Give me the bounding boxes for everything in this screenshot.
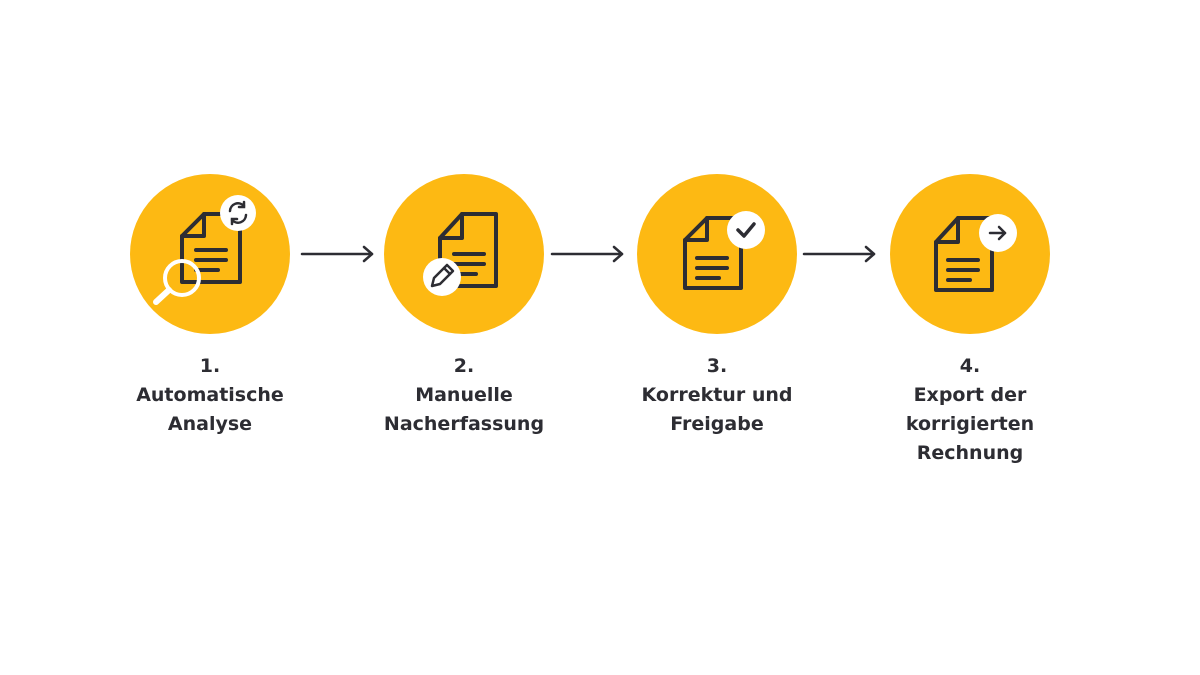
step-4-title-line-1: Export der <box>913 384 1027 406</box>
step-1-circle <box>130 174 290 334</box>
step-2-circle <box>384 174 544 334</box>
step-3-label: 3. Korrektur und Freigabe <box>642 352 793 439</box>
arrow-right-icon <box>550 245 624 263</box>
step-2-title-line-1: Manuelle <box>415 384 513 406</box>
arrow-right-icon <box>802 245 876 263</box>
step-2: 2. Manuelle Nacherfassung <box>364 174 564 439</box>
step-2-label: 2. Manuelle Nacherfassung <box>384 352 544 439</box>
step-1-label: 1. Automatische Analyse <box>136 352 284 439</box>
arrow-1-to-2 <box>300 244 376 264</box>
arrow-2-to-3 <box>550 244 626 264</box>
step-2-title-line-2: Nacherfassung <box>383 413 545 435</box>
step-1-number: 1. <box>199 355 221 377</box>
document-refresh-magnifier-icon <box>153 195 256 305</box>
step-3-title-line-1: Korrektur und <box>641 384 793 406</box>
step-3-title-line-2: Freigabe <box>670 413 764 435</box>
arrow-3-to-4 <box>802 244 878 264</box>
step-1: 1. Automatische Analyse <box>110 174 310 439</box>
document-check-icon <box>683 211 765 290</box>
step-4-number: 4. <box>959 355 981 377</box>
step-4-title-line-3: Rechnung <box>916 442 1024 464</box>
step-1-title-line-1: Automatische <box>136 384 284 406</box>
step-1-title-line-2: Analyse <box>167 413 253 435</box>
step-4-circle <box>890 174 1050 334</box>
step-4-label: 4. Export der korrigierten Rechnung <box>906 352 1034 468</box>
step-3: 3. Korrektur und Freigabe <box>617 174 817 439</box>
arrow-right-icon <box>300 245 374 263</box>
document-arrow-icon <box>934 214 1017 292</box>
step-3-number: 3. <box>706 355 728 377</box>
step-2-number: 2. <box>453 355 475 377</box>
step-4-title-line-2: korrigierten <box>905 413 1035 435</box>
document-pencil-icon <box>423 212 498 296</box>
step-4: 4. Export der korrigierten Rechnung <box>870 174 1070 468</box>
step-3-circle <box>637 174 797 334</box>
